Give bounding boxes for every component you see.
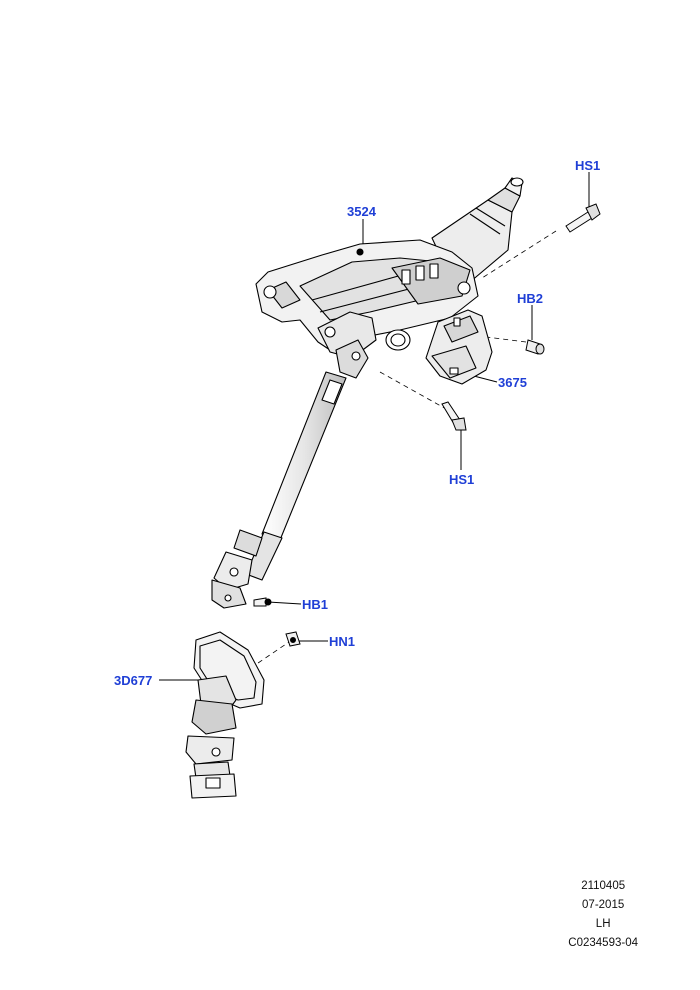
boot-3d677 [185, 631, 265, 799]
intermediate-shaft [211, 371, 347, 609]
callout-3524: 3524 [347, 204, 376, 219]
bolt-hb1 [253, 597, 272, 607]
bolt-hb2 [525, 339, 545, 355]
drawing-date: 07-2015 [582, 899, 625, 911]
callout-hb1: HB1 [302, 597, 329, 612]
drive-side: LH [595, 918, 611, 930]
drawing-number: 2110405 [581, 880, 626, 892]
callout-hn1: HN1 [329, 634, 356, 649]
callout-3675: 3675 [498, 375, 527, 390]
nut-hn1 [285, 631, 301, 647]
callout-3d677: 3D677 [114, 673, 153, 688]
callout-hs1-bottom: HS1 [449, 472, 475, 487]
steering-column-3524 [255, 177, 524, 379]
reference-block: 2110405 07-2015 LH C0234593-04 [568, 877, 638, 953]
callout-hs1-top: HS1 [575, 158, 601, 173]
shroud-3675 [425, 309, 493, 385]
bolt-hs1-top [565, 203, 601, 233]
bolt-hs1-bottom [441, 401, 467, 431]
callout-hb2: HB2 [517, 291, 544, 306]
drawing-reference: C0234593-04 [568, 937, 638, 949]
